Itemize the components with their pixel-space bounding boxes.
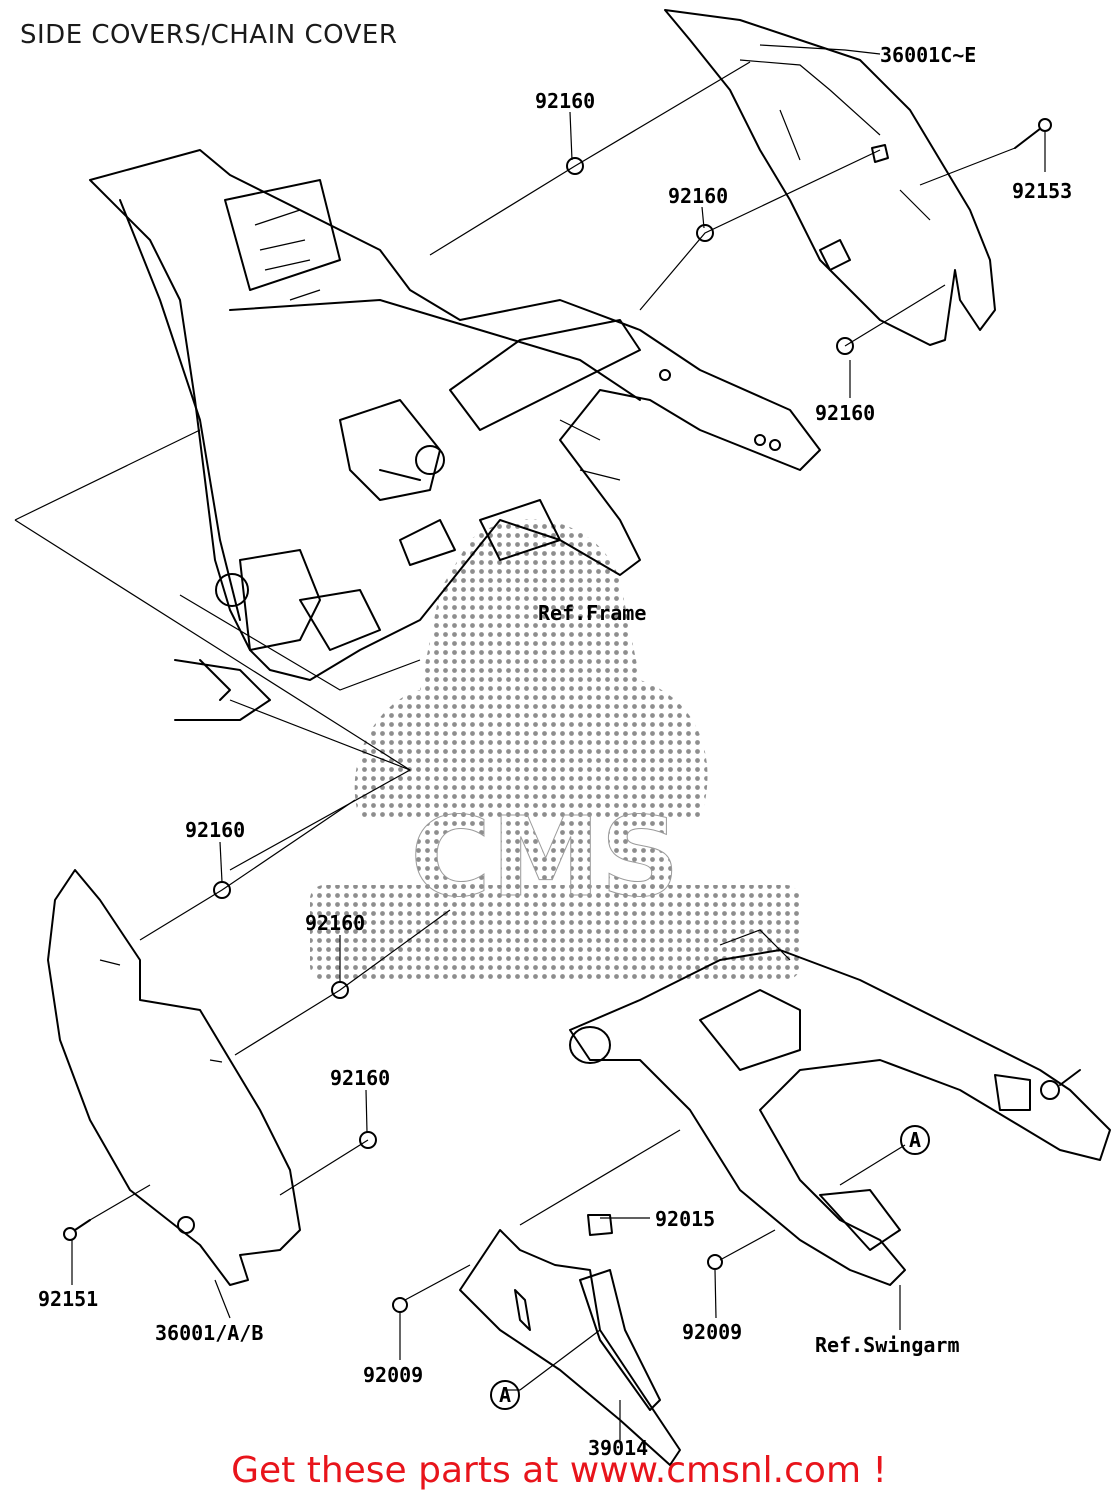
label-ref-swingarm: Ref.Swingarm	[815, 1333, 960, 1357]
label-92153: 92153	[1012, 179, 1072, 203]
diagram-title: SIDE COVERS/CHAIN COVER	[20, 20, 398, 50]
chain-cover	[459, 1214, 681, 1466]
watermark-logo: CMS	[310, 519, 800, 980]
label-92009-a: 92009	[682, 1320, 742, 1344]
label-92015: 92015	[655, 1207, 715, 1231]
label-92009-b: 92009	[363, 1363, 423, 1387]
frame-drawing	[89, 149, 821, 721]
part-labels: 36001C~E 92160 92153 92160 92160 Ref.Fra…	[38, 43, 1072, 1460]
promo-banner-link[interactable]: Get these parts at www.cmsnl.com !	[231, 1450, 887, 1491]
label-92160-e: 92160	[305, 911, 365, 935]
label-39014: 39014	[588, 1436, 648, 1460]
ref-a-circle-1	[900, 1125, 930, 1155]
label-a-2: A	[499, 1383, 511, 1407]
bolt-92009-a	[392, 1297, 408, 1313]
bolt-92009-b	[707, 1254, 723, 1270]
reference-lines	[14, 429, 421, 871]
label-92160-c: 92160	[815, 401, 875, 425]
label-92160-d: 92160	[185, 818, 245, 842]
label-92160-f: 92160	[330, 1066, 390, 1090]
right-side-cover	[664, 9, 996, 346]
watermark-text: CMS	[410, 793, 679, 921]
assembly-lines	[89, 61, 1016, 1391]
label-92160-a: 92160	[535, 89, 595, 113]
label-92160-b: 92160	[668, 184, 728, 208]
leader-lines	[71, 44, 1046, 1440]
ref-a-circle-2	[490, 1380, 520, 1410]
label-a-1: A	[909, 1128, 921, 1152]
left-side-cover	[47, 869, 301, 1286]
label-36001-a-b: 36001/A/B	[155, 1321, 263, 1345]
label-36001c-e: 36001C~E	[880, 43, 976, 67]
label-92151: 92151	[38, 1287, 98, 1311]
label-ref-frame: Ref.Frame	[538, 601, 646, 625]
swingarm-drawing	[569, 929, 1111, 1286]
